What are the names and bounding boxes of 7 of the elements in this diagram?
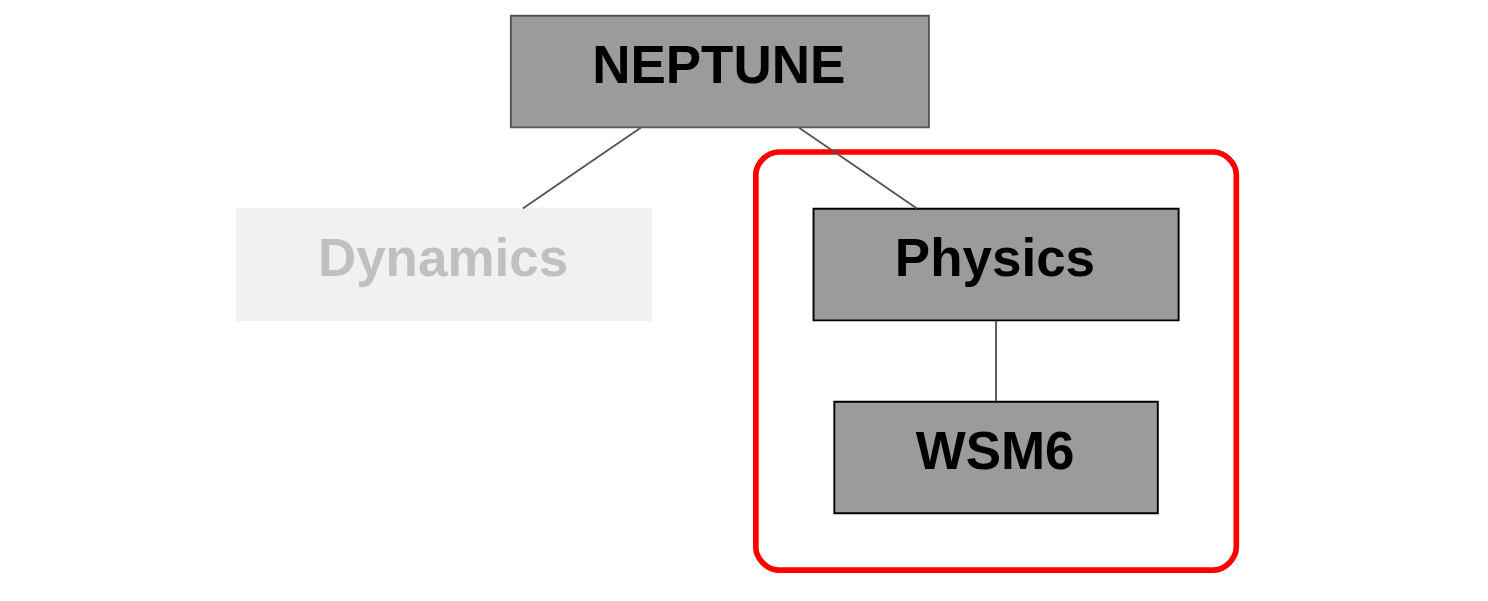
cluster	[753, 149, 1240, 573]
node-box: Physics	[812, 207, 1180, 322]
connector	[995, 319, 997, 403]
node-box: WSM6	[833, 400, 1159, 515]
node-box: NEPTUNE	[509, 14, 930, 129]
connector	[798, 126, 918, 210]
connector	[521, 126, 642, 210]
